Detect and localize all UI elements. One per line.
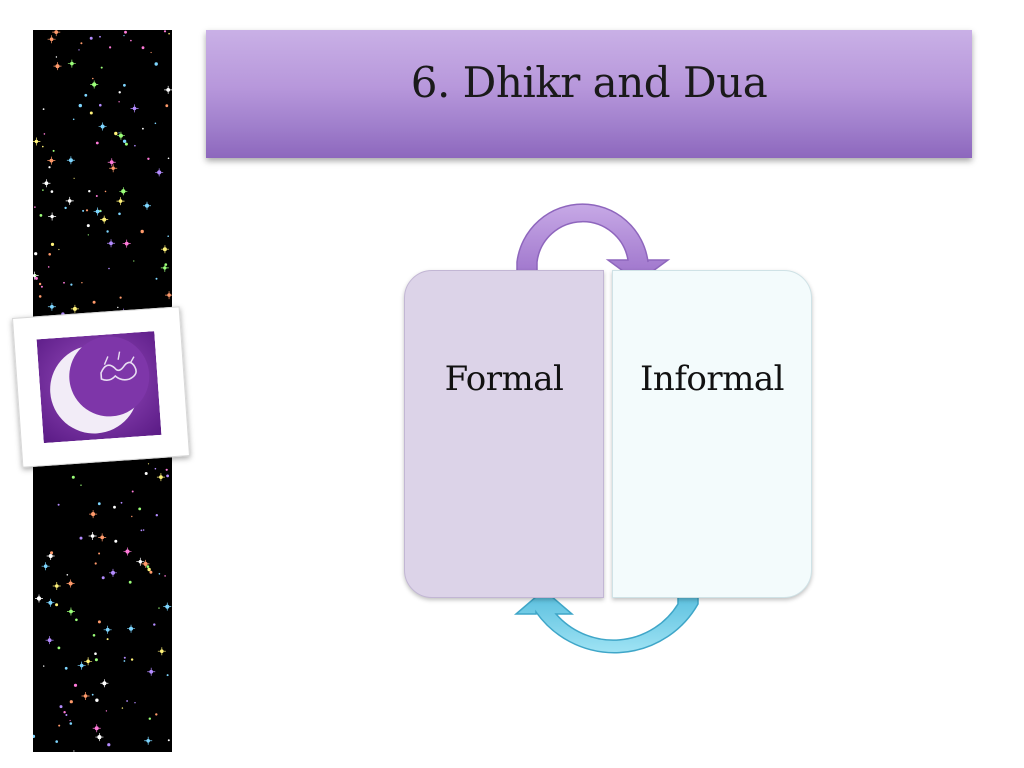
cycle-diagram: Formal Informal	[380, 180, 840, 690]
arrows-layer	[513, 203, 699, 654]
calligraphy-icon	[100, 361, 137, 381]
top-cycle-arrow	[516, 203, 671, 285]
crescent-moon-image	[36, 331, 162, 444]
slide-title: 6. Dhikr and Dua	[410, 57, 768, 107]
informal-box: Informal	[612, 270, 812, 598]
formal-label: Formal	[444, 359, 564, 399]
informal-label: Informal	[639, 359, 785, 399]
crescent-photo-frame	[11, 306, 191, 468]
bottom-cycle-arrow	[513, 581, 699, 654]
title-banner: 6. Dhikr and Dua	[206, 30, 972, 158]
formal-box: Formal	[404, 270, 604, 598]
